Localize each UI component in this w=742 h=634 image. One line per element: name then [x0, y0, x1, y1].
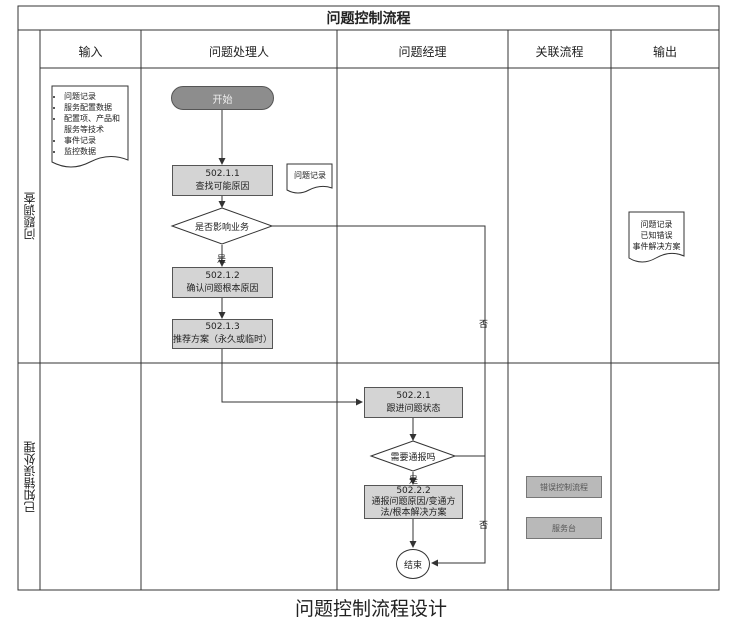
column-header-problem-manager: 问题经理: [398, 44, 447, 59]
step-label: 通报问题原因/变通方法/根本解决方案: [371, 496, 456, 518]
end-node: 结束: [396, 549, 430, 579]
step-id: 502.2.1: [396, 390, 431, 401]
output-document-shape: [628, 211, 685, 263]
page-title: 问题控制流程: [326, 11, 411, 27]
no-label-d1: 否: [479, 320, 489, 330]
output-document-text: 问题记录 已知错误 事件解决方案: [630, 219, 683, 252]
arrow-d1-no: [272, 225, 486, 567]
lane-label-known-error: 已知错误处理: [22, 440, 37, 513]
input-item: 事件记录: [64, 135, 127, 146]
no-label-d2: 否: [479, 521, 489, 531]
input-item: 问题记录: [64, 91, 127, 102]
column-header-output: 输出: [652, 44, 677, 59]
output-item: 问题记录: [640, 220, 673, 229]
column-header-input: 输入: [78, 44, 103, 59]
lane-label-investigation: 问题调查: [22, 191, 37, 240]
step-502-1-1: 502.1.1 查找可能原因: [172, 165, 273, 196]
step-id: 502.1.2: [205, 270, 240, 281]
decision-d2-shape: [369, 440, 457, 472]
column-header-related-process: 关联流程: [535, 44, 584, 59]
column-header-problem-handler: 问题处理人: [208, 44, 269, 59]
problem-record-doc-shape: [286, 163, 333, 194]
start-node: 开始: [171, 86, 274, 110]
yes-label-d2: 是: [409, 476, 419, 486]
related-process-error-control: 错误控制流程: [526, 476, 602, 498]
step-label: 确认问题根本原因: [186, 283, 259, 294]
step-502-2-1: 502.2.1 跟进问题状态: [364, 387, 463, 418]
step-label: 推荐方案（永久或临时）: [173, 335, 273, 345]
decision-need-notify: 需要通报吗: [390, 452, 436, 463]
output-item: 已知错误: [640, 231, 673, 240]
step-id: 502.1.3: [205, 322, 240, 332]
step-label: 跟进问题状态: [386, 403, 441, 414]
decision-affects-business: 是否影响业务: [194, 222, 249, 233]
input-item: 配置项、产品和服务等技术: [64, 113, 127, 135]
step-id: 502.1.1: [205, 168, 240, 179]
input-document-text: 问题记录 服务配置数据 配置项、产品和服务等技术 事件记录 监控数据: [55, 91, 127, 157]
step-label: 查找可能原因: [195, 181, 250, 192]
arrow-s3-s4: [221, 348, 363, 406]
figure-caption: 问题控制流程设计: [294, 598, 447, 620]
input-document-shape: [51, 85, 129, 168]
step-502-2-2: 502.2.2 通报问题原因/变通方法/根本解决方案: [364, 485, 463, 519]
related-process-service-desk: 服务台: [526, 517, 602, 539]
decision-d1-shape: [170, 207, 274, 245]
input-item: 监控数据: [64, 146, 127, 157]
output-item: 事件解决方案: [632, 242, 681, 251]
problem-record-doc-text: 问题记录: [294, 171, 326, 180]
step-502-1-3: 502.1.3 推荐方案（永久或临时）: [172, 319, 273, 349]
step-id: 502.2.2: [396, 485, 431, 496]
step-502-1-2: 502.1.2 确认问题根本原因: [172, 267, 273, 298]
input-item: 服务配置数据: [64, 102, 127, 113]
yes-label-d1: 是: [217, 255, 227, 265]
